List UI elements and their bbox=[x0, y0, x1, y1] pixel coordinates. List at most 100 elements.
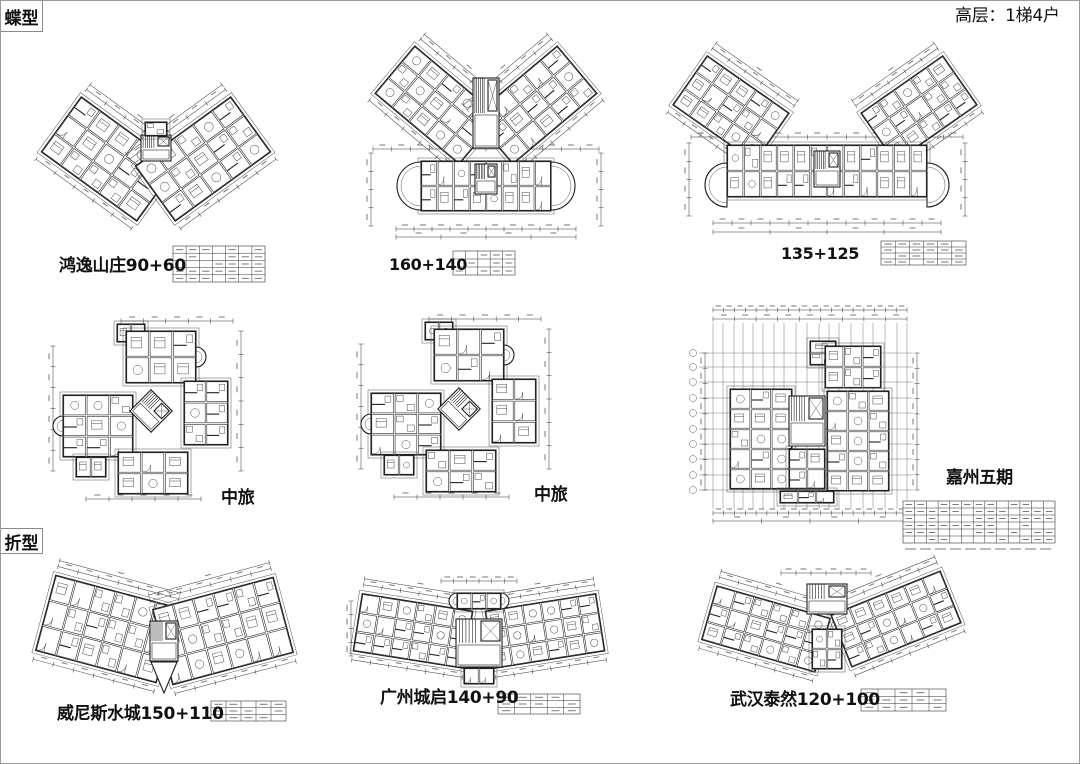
fixture-icon bbox=[405, 622, 412, 630]
dimension-tick bbox=[399, 588, 402, 594]
building-type-note: 高层：1梯4户 bbox=[955, 6, 1060, 26]
dimension-line bbox=[368, 100, 454, 172]
partition-wall bbox=[557, 105, 568, 115]
dimension-tick bbox=[899, 574, 902, 580]
dimension-tick bbox=[698, 133, 703, 138]
room bbox=[848, 451, 868, 471]
room bbox=[794, 145, 810, 171]
dimension-tick bbox=[862, 589, 866, 595]
room bbox=[165, 473, 188, 494]
partition-wall bbox=[849, 654, 860, 660]
dimension-chain bbox=[366, 152, 374, 227]
room bbox=[712, 586, 736, 609]
room bbox=[848, 471, 868, 491]
room bbox=[457, 355, 481, 381]
core-wall bbox=[472, 77, 500, 149]
room bbox=[453, 161, 470, 186]
partition-wall bbox=[373, 644, 385, 648]
room bbox=[396, 600, 417, 621]
dining-table-icon bbox=[70, 400, 80, 410]
room bbox=[701, 84, 728, 111]
wing-wall bbox=[75, 456, 107, 478]
partition-wall bbox=[413, 631, 424, 635]
room bbox=[867, 593, 892, 618]
stair-tread bbox=[451, 390, 463, 402]
wing-wall bbox=[491, 378, 537, 444]
room bbox=[212, 97, 244, 129]
elevator-shaft bbox=[828, 585, 846, 598]
fixture-icon bbox=[583, 88, 593, 98]
room bbox=[544, 619, 565, 640]
dimension-tick bbox=[274, 664, 277, 670]
fixture-icon bbox=[731, 431, 739, 438]
dining-table-icon bbox=[401, 440, 411, 450]
dimension-value bbox=[221, 674, 228, 678]
dimension-chain bbox=[395, 232, 577, 240]
bed-icon bbox=[854, 606, 867, 618]
room bbox=[126, 331, 149, 357]
bed-icon bbox=[691, 78, 705, 91]
room bbox=[110, 416, 133, 436]
unit-wing bbox=[180, 377, 232, 449]
room bbox=[390, 638, 411, 660]
fixture-icon bbox=[494, 332, 501, 341]
room bbox=[894, 145, 910, 171]
room bbox=[848, 391, 868, 411]
door-leaf-line bbox=[381, 628, 384, 635]
fixture-icon bbox=[773, 604, 781, 612]
dimension-value bbox=[556, 662, 563, 665]
fixture-icon bbox=[74, 622, 83, 632]
dimension-value bbox=[745, 580, 752, 583]
stair-tread bbox=[452, 392, 464, 404]
room bbox=[186, 649, 213, 679]
core-wall bbox=[437, 387, 481, 431]
room bbox=[62, 606, 89, 636]
dimension-tick bbox=[545, 32, 550, 37]
dimension-line bbox=[852, 43, 935, 102]
dimension-tick bbox=[72, 667, 75, 673]
room bbox=[917, 112, 944, 139]
room bbox=[393, 619, 414, 640]
elevator-shaft bbox=[461, 400, 479, 418]
door-leaf-line bbox=[733, 622, 736, 629]
room bbox=[750, 118, 777, 146]
bed-pillow-line bbox=[490, 616, 499, 618]
dimension-value bbox=[936, 135, 942, 140]
dimension-tick bbox=[932, 41, 936, 46]
fixture-icon bbox=[195, 435, 203, 443]
dimension-value bbox=[888, 66, 894, 71]
dimension-tick bbox=[417, 140, 422, 145]
dining-table-icon bbox=[777, 474, 786, 484]
dimension-chain bbox=[149, 565, 272, 604]
room bbox=[927, 56, 954, 83]
room bbox=[118, 189, 150, 221]
room bbox=[533, 106, 563, 136]
dimension-chain bbox=[684, 142, 692, 217]
room bbox=[730, 429, 751, 449]
fixture-icon bbox=[107, 658, 117, 668]
bed-icon bbox=[265, 610, 279, 624]
room bbox=[91, 457, 106, 477]
bed-icon bbox=[169, 457, 181, 466]
fixture-icon bbox=[128, 625, 137, 635]
wing-wall bbox=[779, 490, 835, 504]
fixture-icon bbox=[588, 596, 595, 604]
room bbox=[99, 175, 131, 207]
fixture-icon bbox=[430, 164, 436, 173]
fixture-icon bbox=[431, 416, 438, 424]
fixture-icon bbox=[397, 64, 407, 74]
dimension-tick bbox=[197, 212, 202, 217]
bed-icon bbox=[707, 627, 719, 638]
dining-table-icon bbox=[814, 620, 823, 629]
unit-wing bbox=[367, 389, 445, 459]
round-balcony-inner bbox=[195, 350, 203, 364]
floor-plan-135-125 bbox=[666, 41, 984, 266]
dimension-value bbox=[537, 40, 544, 46]
room bbox=[430, 624, 451, 646]
room bbox=[149, 171, 181, 203]
dining-table-icon bbox=[731, 132, 741, 142]
room bbox=[412, 621, 433, 643]
dimension-tick bbox=[872, 665, 875, 671]
dimension-tick bbox=[933, 554, 936, 560]
fixture-icon bbox=[912, 75, 922, 85]
